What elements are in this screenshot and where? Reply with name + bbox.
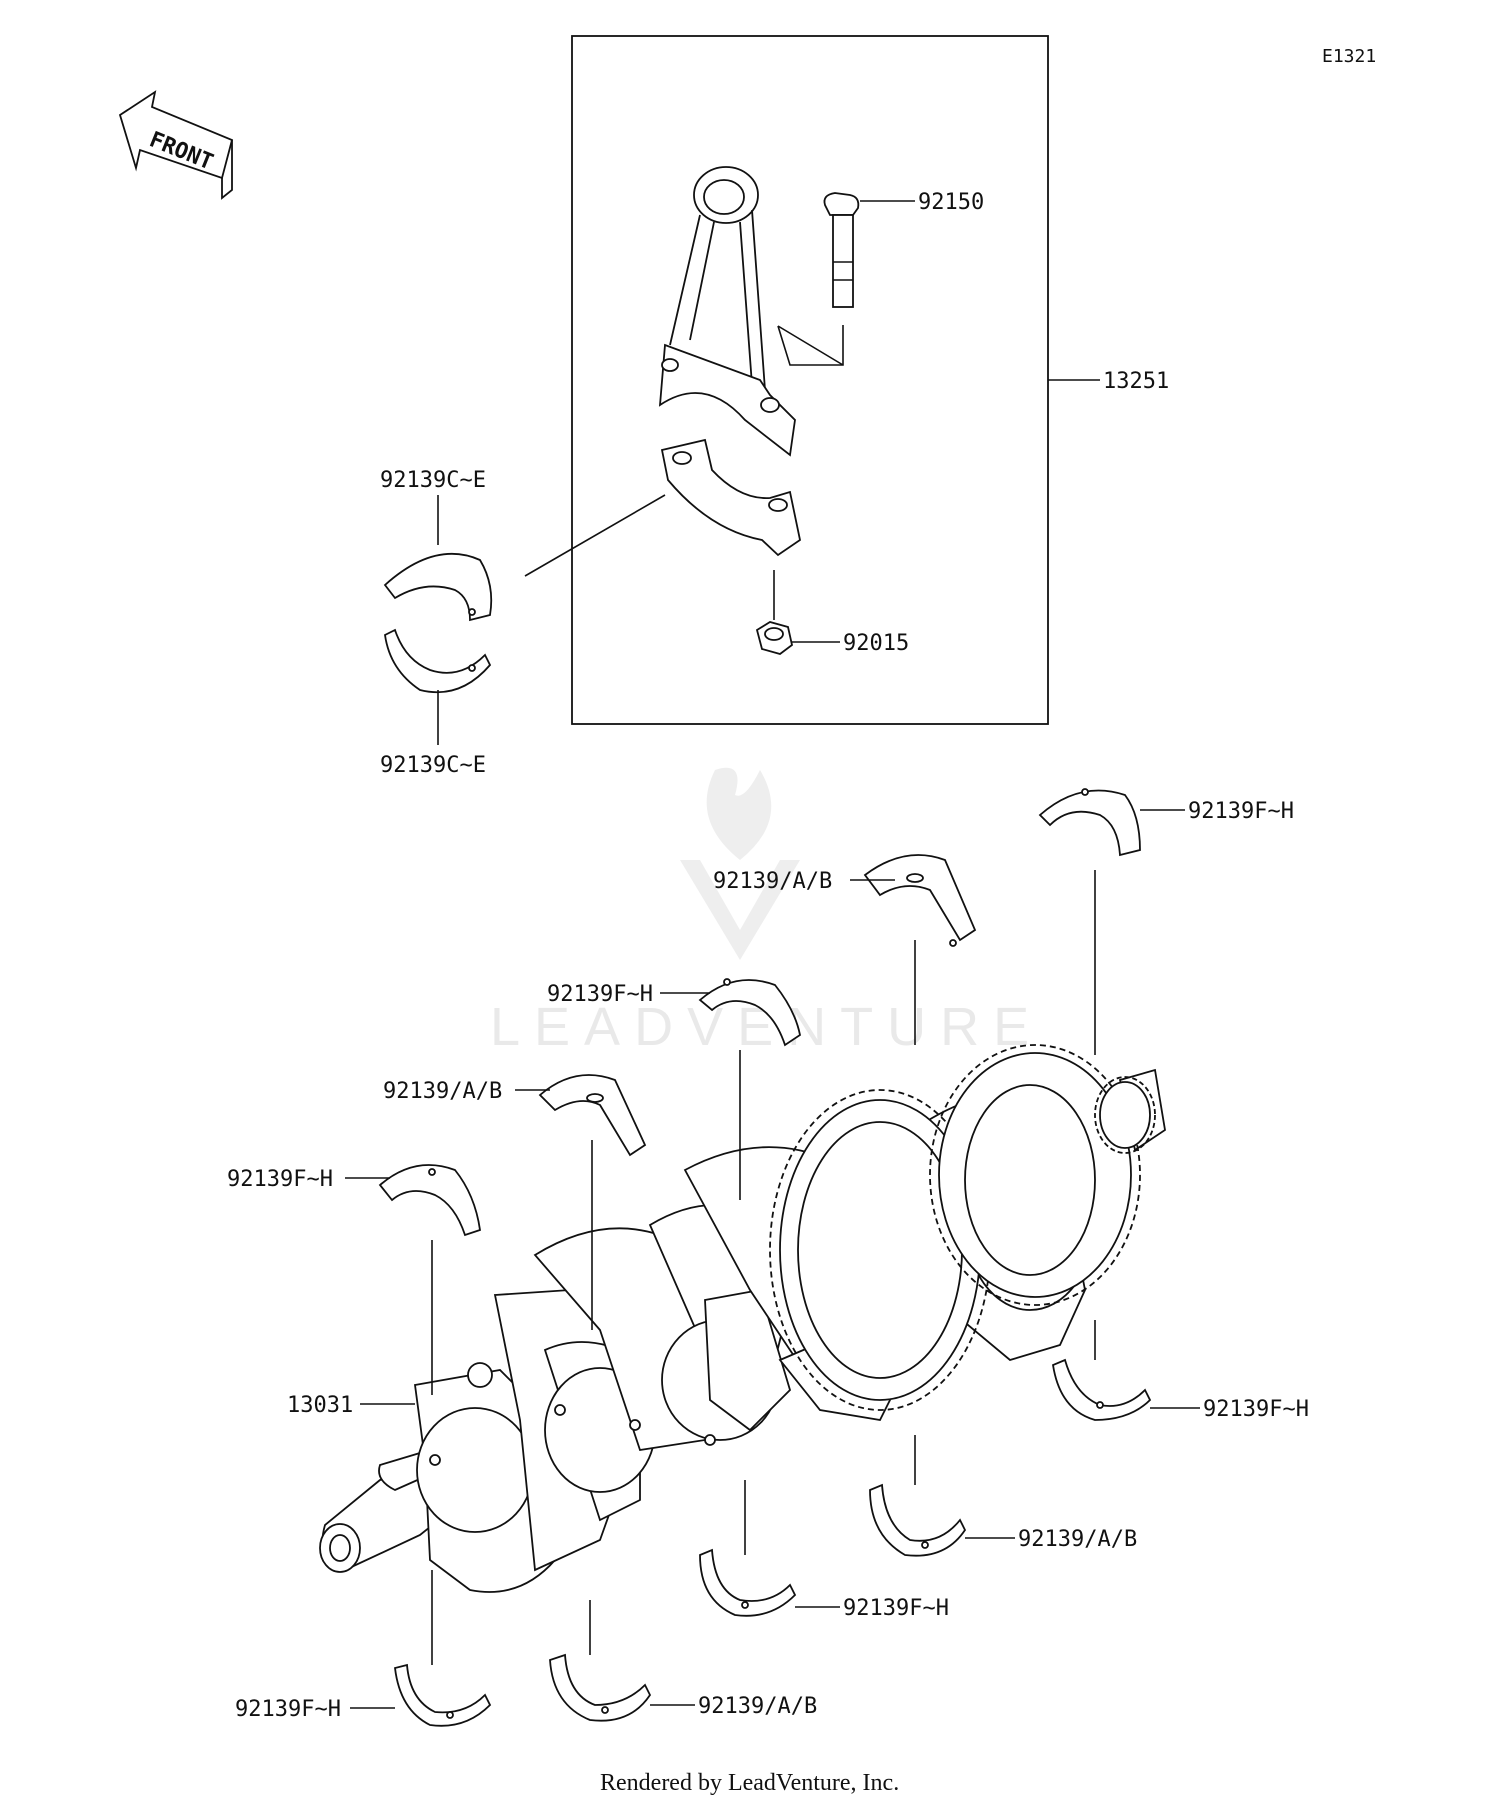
leader-lines bbox=[345, 200, 1200, 1709]
label-92139ce-bottom: 92139C~E bbox=[380, 753, 486, 778]
main-bearing-ab-lower-left bbox=[549, 1653, 652, 1722]
label-92139fh-lower-left: 92139F~H bbox=[235, 1697, 341, 1722]
conrod-nut bbox=[755, 570, 794, 655]
conrod-bolt bbox=[777, 192, 860, 366]
main-bearing-ab-upper-left bbox=[538, 1074, 647, 1157]
main-bearing-fh-lower-right bbox=[1052, 1358, 1152, 1421]
label-13031: 13031 bbox=[287, 1393, 353, 1418]
label-92150: 92150 bbox=[918, 190, 984, 215]
conrod-assembly-box bbox=[571, 35, 1049, 725]
label-92139fh-upper-mid: 92139F~H bbox=[547, 982, 653, 1007]
label-92139fh-upper-left: 92139F~H bbox=[227, 1167, 333, 1192]
label-13251: 13251 bbox=[1103, 369, 1169, 394]
connecting-rod bbox=[658, 166, 796, 457]
label-92139fh-top-right: 92139F~H bbox=[1188, 799, 1294, 824]
label-92139ab-upper-mid: 92139/A/B bbox=[713, 869, 832, 894]
callout-labels: 92150 13251 92015 92139C~E 92139C~E 9213… bbox=[227, 190, 1309, 1722]
balancer-drive-gear bbox=[929, 1044, 1156, 1306]
label-92015: 92015 bbox=[843, 631, 909, 656]
label-92139fh-lower-mid: 92139F~H bbox=[843, 1596, 949, 1621]
label-92139ab-upper-left: 92139/A/B bbox=[383, 1079, 502, 1104]
conrod-bearing-lower bbox=[384, 628, 492, 694]
main-bearing-fh-lower-left bbox=[394, 1663, 492, 1727]
label-92139ab-lower-left: 92139/A/B bbox=[698, 1694, 817, 1719]
label-92139fh-lower-right: 92139F~H bbox=[1203, 1397, 1309, 1422]
main-bearing-ab-upper-mid bbox=[863, 854, 977, 947]
conrod-cap bbox=[660, 438, 802, 557]
main-bearing-fh-lower-mid bbox=[699, 1548, 797, 1617]
diagram-code: E1321 bbox=[1322, 46, 1376, 67]
main-bearing-ab-lower-right bbox=[869, 1483, 967, 1557]
footer-credit: Rendered by LeadVenture, Inc. bbox=[600, 1770, 899, 1796]
conrod-bearing-upper bbox=[383, 553, 493, 622]
main-bearing-fh-upper-left bbox=[378, 1164, 481, 1237]
front-arrow-icon: FRONT bbox=[118, 90, 234, 200]
label-92139ab-lower-right: 92139/A/B bbox=[1018, 1527, 1137, 1552]
main-bearing-top-right bbox=[1038, 788, 1141, 857]
main-bearing-fh-upper-mid bbox=[698, 978, 802, 1047]
label-92139ce-top: 92139C~E bbox=[380, 468, 486, 493]
